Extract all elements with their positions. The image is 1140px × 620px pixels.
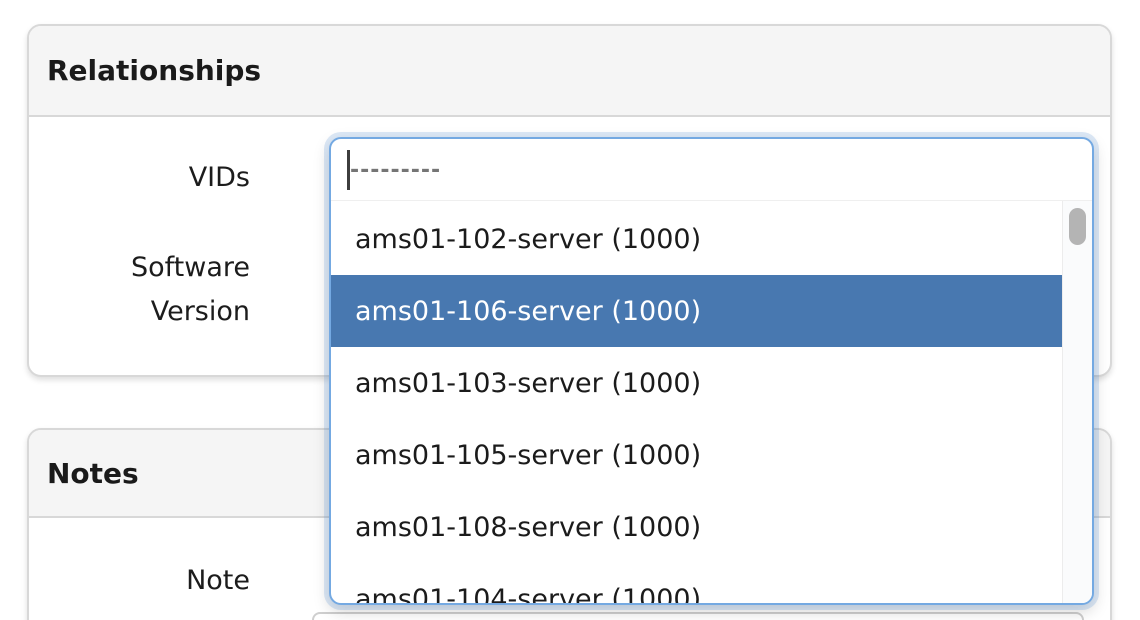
dropdown-scrollbar-track[interactable] xyxy=(1062,201,1092,603)
dropdown-results-area: ams01-102-server (1000) ams01-106-server … xyxy=(331,201,1092,603)
dropdown-search-input[interactable]: --------- xyxy=(331,139,1092,201)
notes-panel-title: Notes xyxy=(47,456,139,490)
vids-field-label: VIDs xyxy=(188,162,250,193)
note-field-label: Note xyxy=(186,565,250,596)
dropdown-scrollbar-thumb[interactable] xyxy=(1069,208,1086,245)
dropdown-option[interactable]: ams01-108-server (1000) xyxy=(355,511,702,543)
text-caret xyxy=(347,150,350,190)
dropdown-option[interactable]: ams01-105-server (1000) xyxy=(355,439,702,471)
vids-select-dropdown: --------- ams01-102-server (1000)ams01-1… xyxy=(329,137,1094,605)
relationships-panel-title: Relationships xyxy=(47,54,262,87)
dropdown-option[interactable]: ams01-103-server (1000) xyxy=(355,367,702,399)
dropdown-option[interactable]: ams01-102-server (1000) xyxy=(355,223,702,255)
software-version-field-label: Software Version xyxy=(130,252,250,327)
dropdown-results-list: ams01-102-server (1000) ams01-106-server … xyxy=(331,201,1062,603)
note-textarea[interactable] xyxy=(312,612,1084,620)
dropdown-search-placeholder: --------- xyxy=(350,157,442,183)
dropdown-option[interactable]: ams01-106-server (1000) xyxy=(331,275,1062,347)
relationships-panel-header: Relationships xyxy=(29,26,1110,117)
dropdown-option[interactable]: ams01-104-server (1000) xyxy=(355,583,702,604)
